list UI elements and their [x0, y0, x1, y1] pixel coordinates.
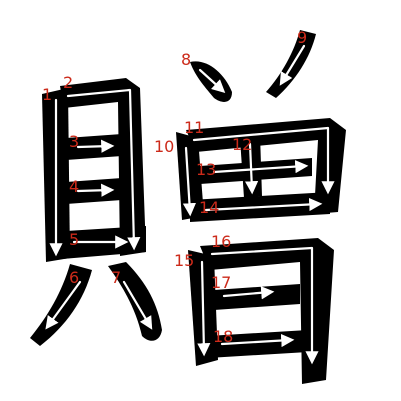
arrow-13	[212, 159, 309, 174]
stroke-number-7: 7	[111, 268, 121, 287]
stroke-6	[30, 264, 92, 346]
stroke-13	[200, 158, 312, 184]
stroke-number-14: 14	[199, 198, 219, 217]
stroke-number-15: 15	[174, 251, 194, 270]
stroke-9	[266, 30, 316, 98]
stroke-17	[214, 284, 300, 310]
stroke-10	[176, 132, 204, 220]
stroke-number-11: 11	[184, 118, 204, 137]
stroke-number-12: 12	[232, 135, 252, 154]
stroke-number-8: 8	[181, 50, 191, 69]
arrow-7	[122, 280, 153, 330]
stroke-number-5: 5	[69, 230, 79, 249]
arrow-6	[45, 280, 82, 330]
stroke-number-10: 10	[154, 137, 174, 156]
arrow-17	[222, 286, 275, 300]
arrow-15	[197, 260, 211, 357]
arrow-18	[220, 333, 295, 348]
stroke-number-6: 6	[69, 268, 79, 287]
stroke-number-17: 17	[211, 273, 231, 292]
arrow-2	[66, 88, 141, 251]
arrow-4	[76, 183, 115, 197]
stroke-number-3: 3	[69, 132, 79, 151]
arrow-8	[198, 68, 226, 93]
stroke-number-2: 2	[63, 73, 73, 92]
glyph-strokes	[30, 30, 346, 384]
arrow-14	[204, 197, 323, 212]
stroke-number-13: 13	[196, 160, 216, 179]
stroke-number-18: 18	[213, 327, 233, 346]
arrow-12	[245, 142, 259, 195]
stroke-number-16: 16	[211, 232, 231, 251]
arrow-9	[279, 44, 306, 86]
arrow-11	[192, 126, 335, 195]
arrow-3	[76, 139, 115, 153]
stroke-11	[186, 118, 346, 214]
stroke-16	[200, 238, 334, 384]
arrow-10	[182, 146, 197, 217]
stroke-2	[60, 78, 146, 256]
stroke-direction-arrows	[45, 44, 335, 365]
stroke-number-1: 1	[42, 85, 52, 104]
stroke-number-4: 4	[69, 177, 79, 196]
arrow-16	[210, 246, 319, 365]
stroke-number-9: 9	[297, 28, 307, 47]
stroke-number-labels: 1 2 3 4 5 6 7 8 9 10 11 12 13 14 15 16 1…	[42, 28, 307, 346]
stroke-8	[190, 61, 232, 102]
